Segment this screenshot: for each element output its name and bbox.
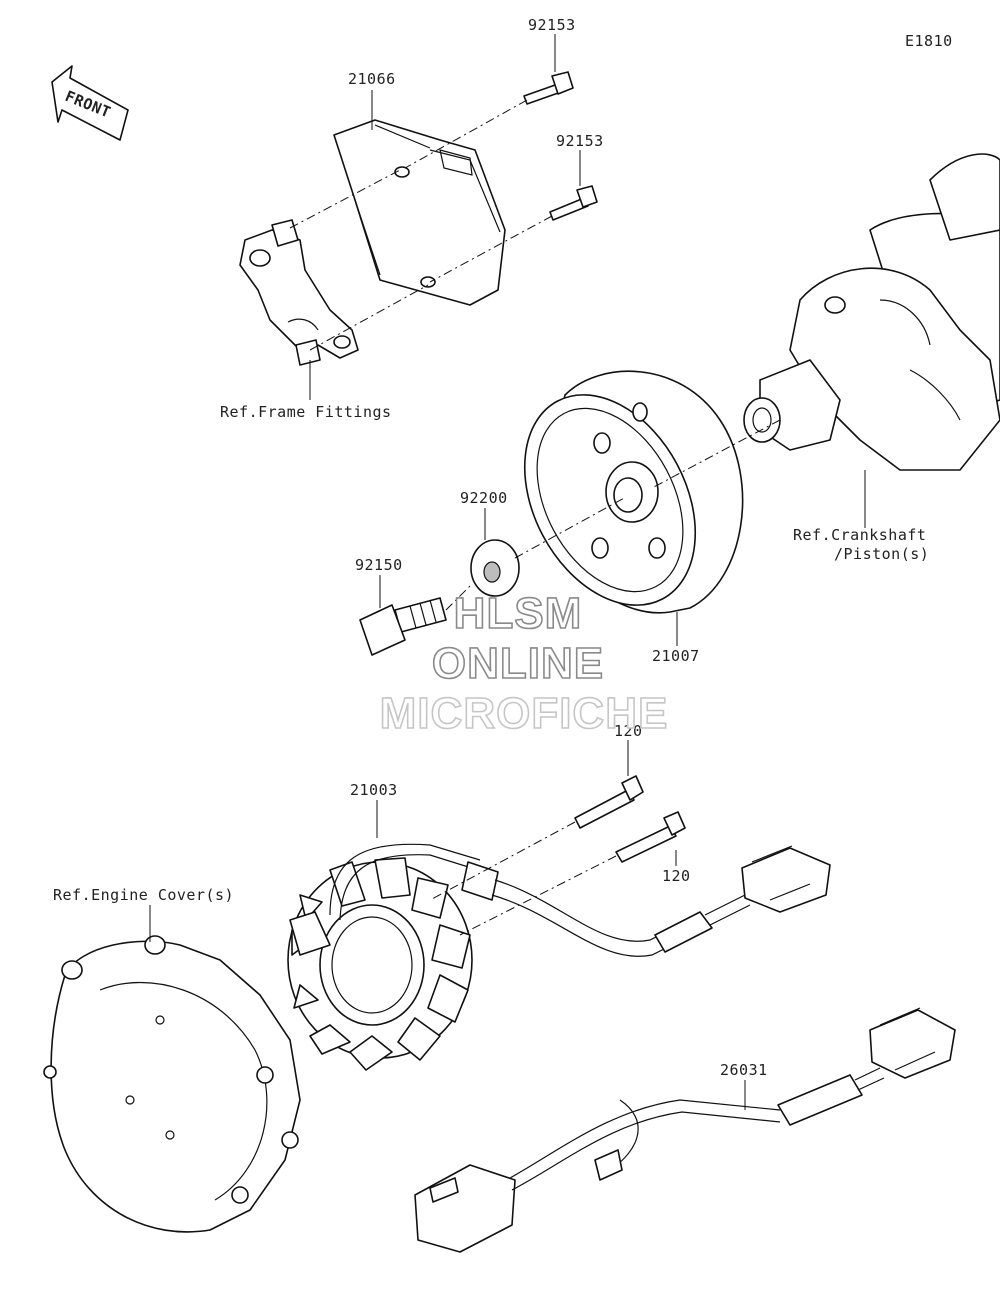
ref-label-frame-fittings: Ref.Frame Fittings [220, 403, 392, 421]
lead-wire-26031 [414, 1007, 956, 1253]
bolt-120-bottom [615, 811, 686, 863]
ref-label-piston: /Piston(s) [834, 545, 929, 563]
ref-label-engine-cover: Ref.Engine Cover(s) [53, 886, 234, 904]
part-label-21066: 21066 [348, 70, 396, 88]
bolt-92153-top [523, 71, 574, 105]
watermark-line3: MICROFICHE [380, 689, 669, 738]
part-label-92150: 92150 [355, 556, 403, 574]
part-label-92200: 92200 [460, 489, 508, 507]
part-label-26031: 26031 [720, 1061, 768, 1079]
front-arrow-icon: FRONT [51, 65, 129, 141]
part-label-92153-mid: 92153 [556, 132, 604, 150]
frame-fittings-bracket [239, 219, 359, 366]
engine-cover-reference [43, 935, 301, 1233]
part-label-21007: 21007 [652, 647, 700, 665]
stator-wire-harness [461, 845, 831, 957]
regulator-21066 [333, 119, 506, 306]
bolt-92150 [359, 597, 447, 656]
crankshaft-reference [743, 153, 1000, 471]
rotor-21007 [523, 370, 744, 614]
stator-21003 [287, 843, 481, 1071]
washer-92200 [470, 539, 520, 597]
bolt-92153-mid [549, 185, 598, 221]
watermark-line1: HLSM [454, 589, 583, 638]
bolt-120-top [574, 775, 644, 829]
part-label-120-bottom: 120 [662, 867, 691, 885]
part-label-21003: 21003 [350, 781, 398, 799]
ref-label-crankshaft: Ref.Crankshaft [793, 526, 926, 544]
part-label-120-top: 120 [614, 722, 643, 740]
diagram-code: E1810 [905, 32, 953, 50]
watermark-line2: ONLINE [432, 639, 604, 688]
part-label-92153-top: 92153 [528, 16, 576, 34]
